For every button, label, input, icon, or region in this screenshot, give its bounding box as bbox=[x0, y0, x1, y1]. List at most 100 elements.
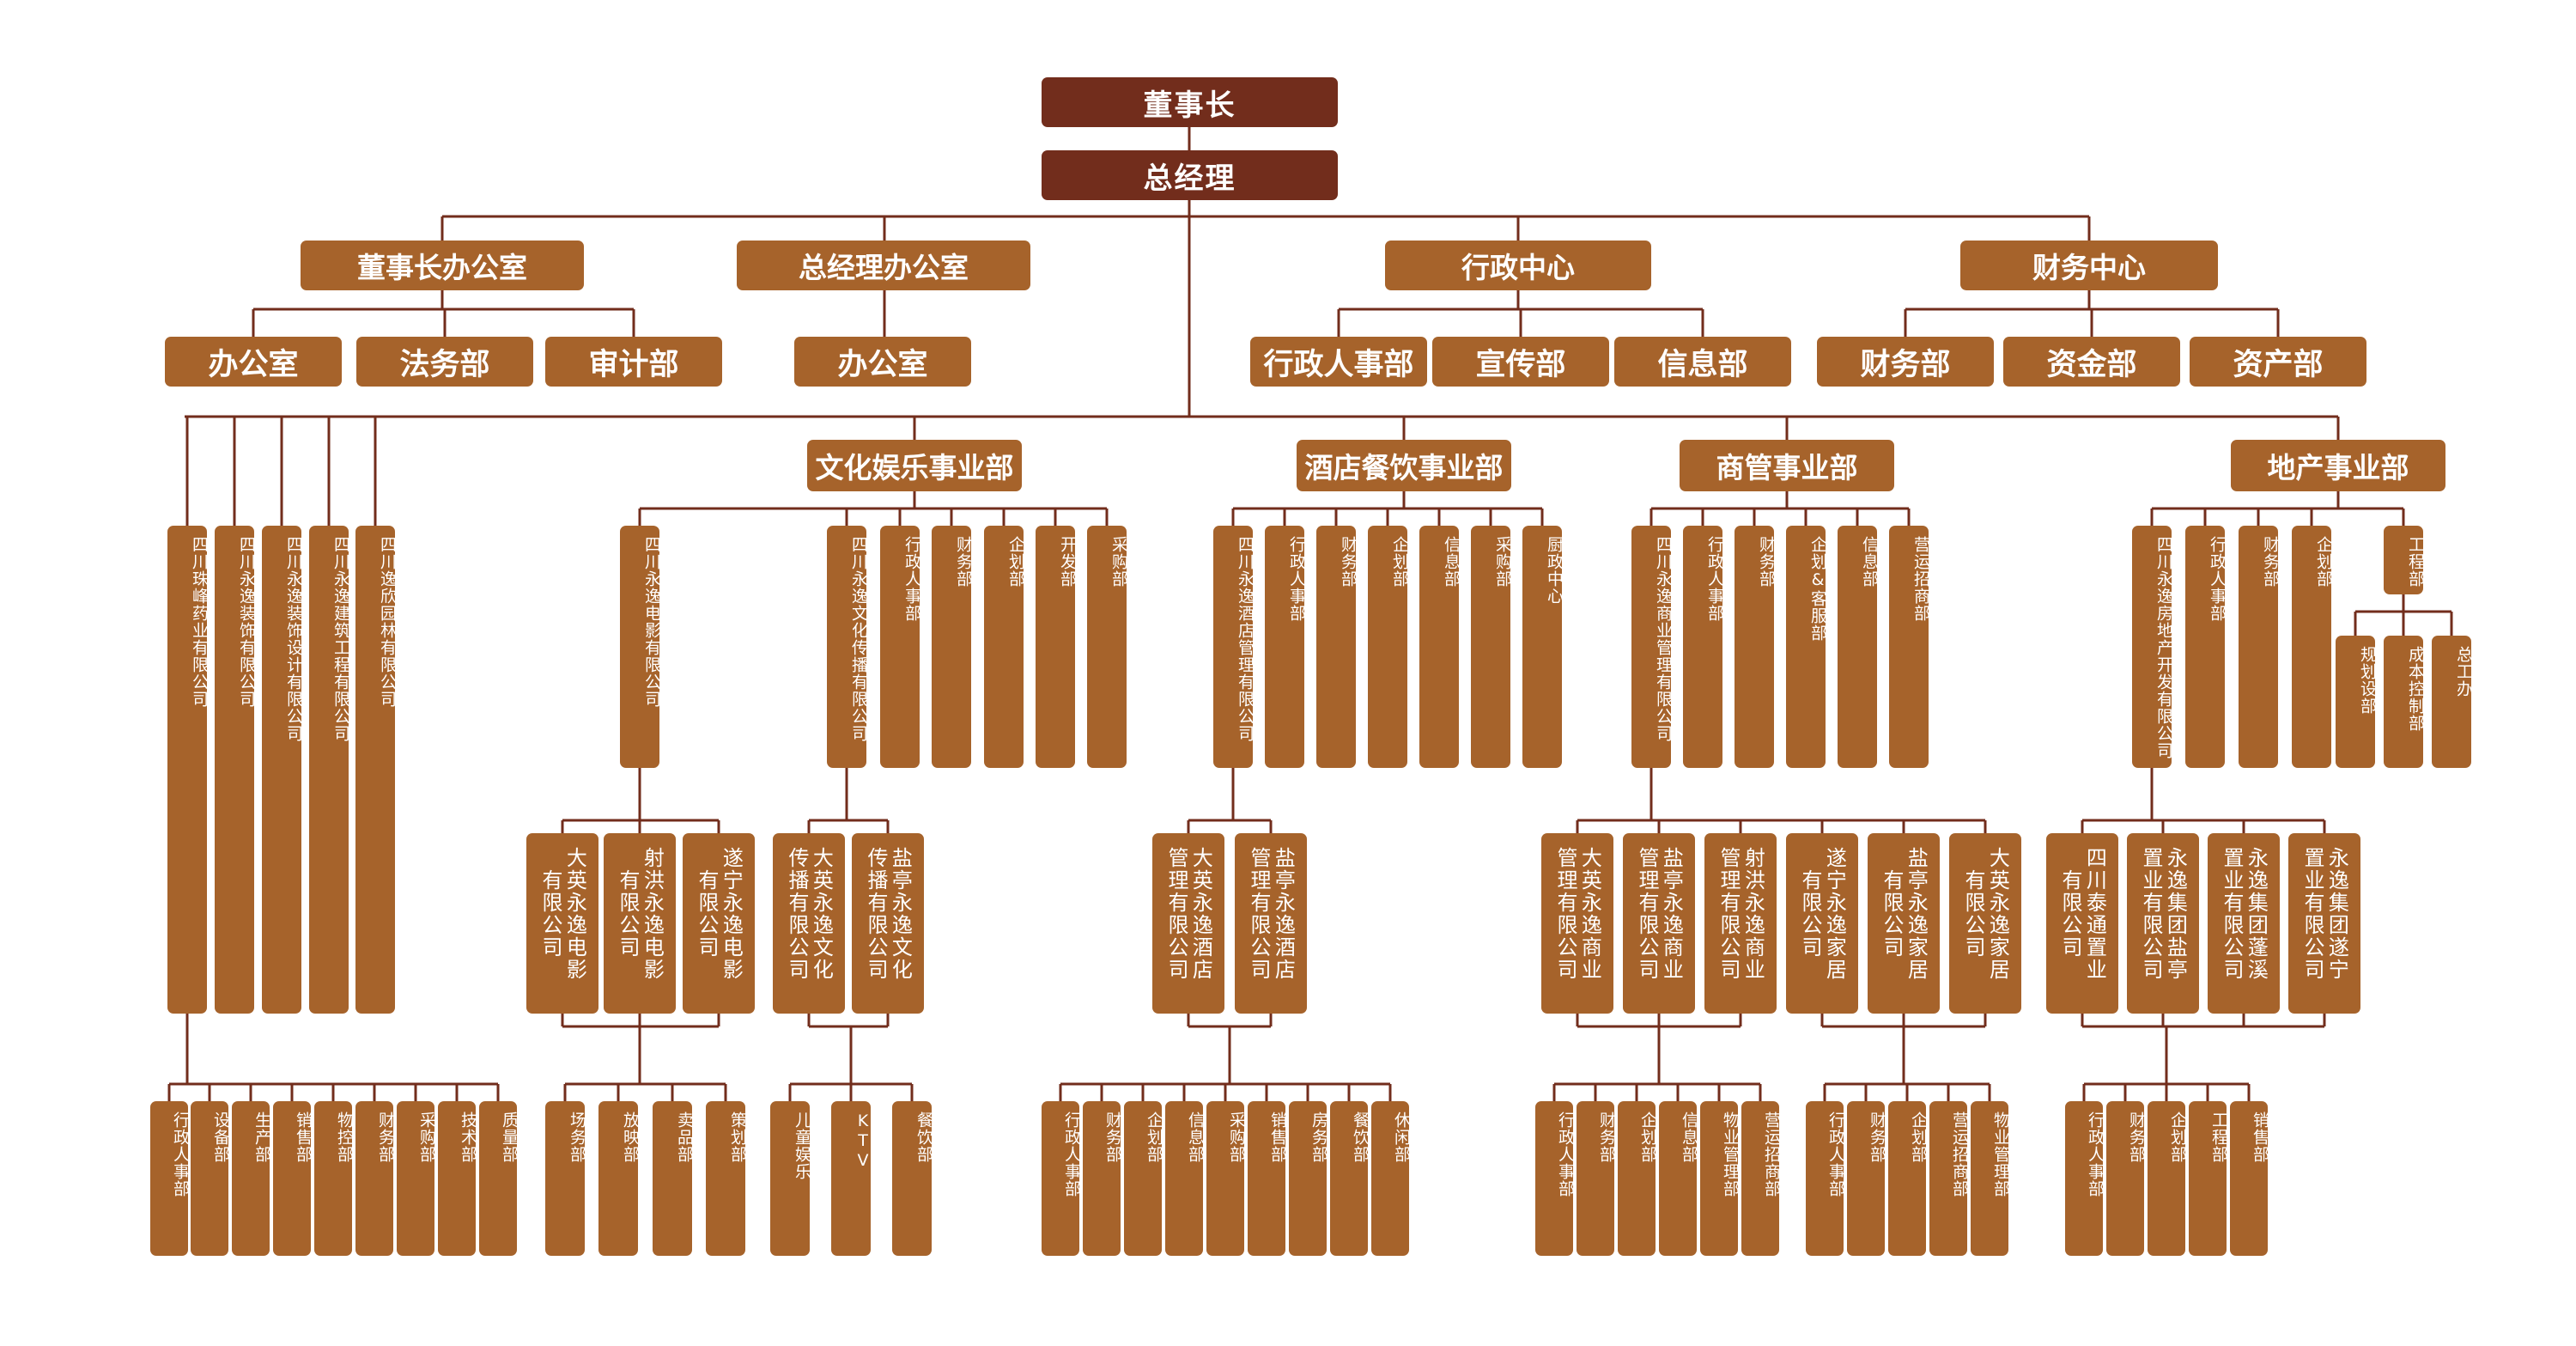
commerce-home-dept-1: 财务部 bbox=[1847, 1101, 1886, 1256]
realestate-child-2: 财务部 bbox=[2239, 526, 2280, 768]
hotel-dept-5: 销售部 bbox=[1248, 1101, 1287, 1256]
direct-company-1: 四川永逸装饰有限公司 bbox=[215, 526, 256, 1014]
pharma-dept-8: 质量部 bbox=[479, 1101, 519, 1256]
pharma-dept-6: 采购部 bbox=[397, 1101, 436, 1256]
commerce-mgmt-dept-3: 信息部 bbox=[1659, 1101, 1698, 1256]
direct-company-4: 四川逸欣园林有限公司 bbox=[355, 526, 397, 1014]
realestate-sub-3: 永逸集团遂宁 置业有限公司 bbox=[2288, 833, 2360, 1014]
commerce-child-4: 信息部 bbox=[1838, 526, 1879, 768]
realestate-sub-0: 四川泰通置业 有限公司 bbox=[2046, 833, 2118, 1014]
admin-center-child-1: 宣传部 bbox=[1432, 337, 1609, 387]
commerce-mgmt-dept-0: 行政人事部 bbox=[1535, 1101, 1575, 1256]
hotel-dept-7: 餐饮部 bbox=[1330, 1101, 1370, 1256]
pharma-dept-7: 技术部 bbox=[438, 1101, 477, 1256]
media-dept-1: KTV bbox=[831, 1101, 872, 1256]
culture-child-2: 行政人事部 bbox=[880, 526, 921, 768]
realestate-child-0: 四川永逸房地产开发有限公司 bbox=[2132, 526, 2173, 768]
hotel-child-2: 财务部 bbox=[1316, 526, 1358, 768]
commerce-home-dept-4: 物业管理部 bbox=[1971, 1101, 2010, 1256]
hotel-child-6: 厨政中心 bbox=[1522, 526, 1564, 768]
hotel-child-0: 四川永逸酒店管理有限公司 bbox=[1213, 526, 1255, 768]
hotel-child-1: 行政人事部 bbox=[1265, 526, 1306, 768]
direct-company-3: 四川永逸建筑工程有限公司 bbox=[309, 526, 350, 1014]
commerce-sub-5: 大英永逸家居 有限公司 bbox=[1949, 833, 2021, 1014]
cinema-dept-1: 放映部 bbox=[598, 1101, 640, 1256]
admin-center-child-2: 信息部 bbox=[1614, 337, 1791, 387]
commerce-sub-0: 大英永逸商业 管理有限公司 bbox=[1541, 833, 1613, 1014]
realestate-dept-2: 企划部 bbox=[2148, 1101, 2187, 1256]
culture-child-0: 四川永逸电影有限公司 bbox=[620, 526, 661, 768]
cinema-sub-2: 遂宁永逸电影 有限公司 bbox=[683, 833, 755, 1014]
chairman-office-child-0: 办公室 bbox=[165, 337, 342, 387]
culture-child-4: 企划部 bbox=[984, 526, 1025, 768]
commerce-child-2: 财务部 bbox=[1735, 526, 1776, 768]
realestate-child-1: 行政人事部 bbox=[2185, 526, 2227, 768]
realestate-sub-1: 永逸集团盐亭 置业有限公司 bbox=[2127, 833, 2199, 1014]
media-sub-1: 盐亭永逸文化 传播有限公司 bbox=[852, 833, 924, 1014]
commerce-mgmt-dept-4: 物业管理部 bbox=[1700, 1101, 1740, 1256]
realestate-sub-2: 永逸集团蓬溪 置业有限公司 bbox=[2208, 833, 2280, 1014]
engineering-child-0: 规划设部 bbox=[2336, 636, 2377, 768]
pharma-dept-5: 财务部 bbox=[355, 1101, 395, 1256]
pharma-dept-1: 设备部 bbox=[191, 1101, 230, 1256]
pharma-dept-0: 行政人事部 bbox=[150, 1101, 190, 1256]
commerce-home-dept-3: 营运招商部 bbox=[1929, 1101, 1969, 1256]
realestate-dept-3: 工程部 bbox=[2189, 1101, 2228, 1256]
general-manager-box: 总经理 bbox=[1042, 150, 1338, 200]
commerce-sub-3: 遂宁永逸家居 有限公司 bbox=[1786, 833, 1858, 1014]
hotel-dept-1: 财务部 bbox=[1083, 1101, 1122, 1256]
engineering-child-2: 总工办 bbox=[2432, 636, 2473, 768]
cinema-dept-0: 场务部 bbox=[545, 1101, 586, 1256]
gm-office-box: 总经理办公室 bbox=[737, 241, 1030, 290]
finance-center-child-2: 资产部 bbox=[2190, 337, 2366, 387]
chairman-box: 董事长 bbox=[1042, 77, 1338, 127]
hotel-dept-8: 休闲部 bbox=[1371, 1101, 1411, 1256]
commerce-division-box: 商管事业部 bbox=[1680, 440, 1894, 491]
realestate-child-4: 工程部 bbox=[2384, 526, 2425, 594]
engineering-child-1: 成本控制部 bbox=[2384, 636, 2425, 768]
direct-company-0: 四川珠峰药业有限公司 bbox=[167, 526, 209, 1014]
hotel-dept-0: 行政人事部 bbox=[1042, 1101, 1081, 1256]
chairman-office-child-1: 法务部 bbox=[356, 337, 533, 387]
cinema-dept-2: 卖品部 bbox=[653, 1101, 694, 1256]
commerce-child-0: 四川永逸商业管理有限公司 bbox=[1631, 526, 1673, 768]
hotel-sub-1: 盐亭永逸酒店 管理有限公司 bbox=[1235, 833, 1307, 1014]
realestate-dept-0: 行政人事部 bbox=[2065, 1101, 2105, 1256]
pharma-dept-3: 销售部 bbox=[273, 1101, 313, 1256]
direct-company-2: 四川永逸装饰设计有限公司 bbox=[262, 526, 303, 1014]
hotel-dept-3: 信息部 bbox=[1165, 1101, 1205, 1256]
pharma-dept-4: 物控部 bbox=[314, 1101, 354, 1256]
cinema-dept-3: 策划部 bbox=[706, 1101, 747, 1256]
culture-child-1: 四川永逸文化传播有限公司 bbox=[827, 526, 868, 768]
commerce-child-5: 营运招商部 bbox=[1889, 526, 1930, 768]
chairman-office-box: 董事长办公室 bbox=[301, 241, 584, 290]
admin-center-box: 行政中心 bbox=[1385, 241, 1651, 290]
finance-center-box: 财务中心 bbox=[1960, 241, 2218, 290]
hotel-sub-0: 大英永逸酒店 管理有限公司 bbox=[1152, 833, 1224, 1014]
media-sub-0: 大英永逸文化 传播有限公司 bbox=[773, 833, 845, 1014]
hotel-dept-2: 企划部 bbox=[1124, 1101, 1163, 1256]
chairman-office-child-2: 审计部 bbox=[545, 337, 722, 387]
hotel-division-box: 酒店餐饮事业部 bbox=[1297, 440, 1511, 491]
realestate-child-3: 企划部 bbox=[2292, 526, 2333, 768]
media-dept-2: 餐饮部 bbox=[892, 1101, 933, 1256]
commerce-sub-4: 盐亭永逸家居 有限公司 bbox=[1868, 833, 1940, 1014]
commerce-child-3: 企划&客服部 bbox=[1786, 526, 1827, 768]
commerce-home-dept-0: 行政人事部 bbox=[1806, 1101, 1845, 1256]
hotel-child-4: 信息部 bbox=[1419, 526, 1461, 768]
commerce-child-1: 行政人事部 bbox=[1683, 526, 1724, 768]
gm-office-child-0: 办公室 bbox=[794, 337, 971, 387]
hotel-child-3: 企划部 bbox=[1368, 526, 1409, 768]
finance-center-child-1: 资金部 bbox=[2003, 337, 2180, 387]
pharma-dept-2: 生产部 bbox=[232, 1101, 271, 1256]
hotel-dept-4: 采购部 bbox=[1206, 1101, 1246, 1256]
finance-center-child-0: 财务部 bbox=[1817, 337, 1994, 387]
realestate-dept-4: 销售部 bbox=[2230, 1101, 2269, 1256]
cinema-sub-1: 射洪永逸电影 有限公司 bbox=[604, 833, 676, 1014]
commerce-home-dept-2: 企划部 bbox=[1888, 1101, 1928, 1256]
hotel-dept-6: 房务部 bbox=[1289, 1101, 1328, 1256]
commerce-mgmt-dept-5: 营运招商部 bbox=[1741, 1101, 1781, 1256]
hotel-child-5: 采购部 bbox=[1471, 526, 1512, 768]
commerce-sub-1: 盐亭永逸商业 管理有限公司 bbox=[1623, 833, 1695, 1014]
